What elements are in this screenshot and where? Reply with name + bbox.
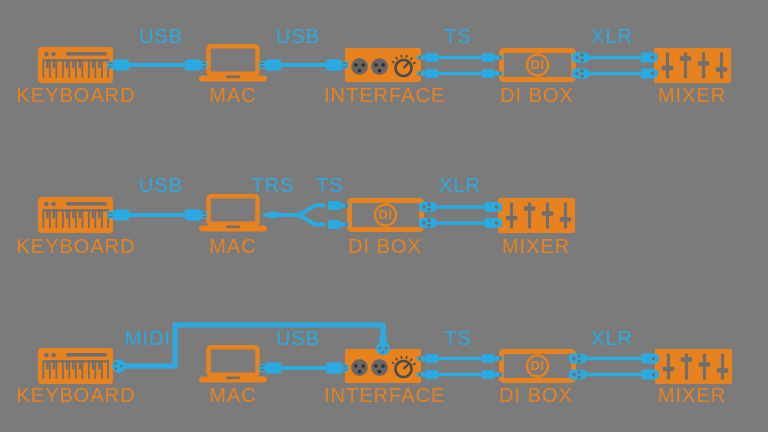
trs-y-cable [263, 201, 349, 229]
cable-label-ts: TS [316, 175, 344, 197]
audio-interface-icon [343, 46, 423, 84]
mixer-icon [498, 198, 575, 233]
device-label-keyboard: KEYBOARD [16, 236, 136, 258]
cable-label-usb: USB [275, 328, 321, 350]
laptop-icon [199, 44, 267, 82]
mixer-icon [654, 48, 731, 83]
keyboard-icon [38, 348, 113, 384]
di-badge: DI [530, 57, 545, 73]
cable-label-usb: USB [138, 175, 184, 197]
laptop-icon [199, 194, 267, 232]
ts-cable-pair [417, 354, 503, 379]
device-label-interface: INTERFACE [324, 85, 446, 107]
di-box-icon: DI [347, 198, 424, 232]
device-label-mixer: MIXER [501, 236, 571, 258]
midi-cable [112, 322, 390, 373]
xlr-cable-pair [569, 353, 659, 380]
cable-label-usb: USB [275, 26, 321, 48]
cable-label-midi: MIDI [124, 328, 172, 350]
keyboard-icon [38, 197, 113, 233]
di-badge: DI [378, 207, 393, 223]
device-label-interface: INTERFACE [324, 385, 446, 407]
device-label-di-box: DI BOX [499, 385, 573, 407]
di-box-icon: DI [499, 48, 576, 82]
usb-cable [107, 209, 207, 221]
cable-label-usb: USB [138, 26, 184, 48]
cable-label-ts: TS [444, 328, 472, 350]
device-label-mac: MAC [209, 385, 257, 407]
ts-cable-pair [417, 53, 503, 78]
di-box-icon: DI [499, 349, 576, 383]
device-label-di-box: DI BOX [500, 85, 574, 107]
cable-label-xlr: XLR [591, 328, 633, 350]
device-label-di-box: DI BOX [348, 236, 422, 258]
usb-cable [107, 59, 207, 71]
device-label-mac: MAC [209, 236, 257, 258]
cable-label-ts: TS [444, 26, 472, 48]
cable-label-xlr: XLR [439, 175, 481, 197]
mixer-icon [655, 349, 732, 384]
device-label-mac: MAC [209, 85, 257, 107]
xlr-cable-pair [572, 52, 658, 79]
device-label-keyboard: KEYBOARD [16, 85, 136, 107]
cable-label-trs: TRS [251, 175, 295, 197]
device-label-keyboard: KEYBOARD [16, 385, 136, 407]
cable-label-xlr: XLR [591, 26, 633, 48]
di-badge: DI [530, 358, 545, 374]
keyboard-icon [38, 47, 113, 83]
usb-cable [259, 362, 348, 374]
device-label-mixer: MIXER [657, 85, 727, 107]
device-label-mixer: MIXER [657, 385, 727, 407]
usb-cable [259, 59, 348, 71]
xlr-cable-pair [419, 202, 502, 228]
